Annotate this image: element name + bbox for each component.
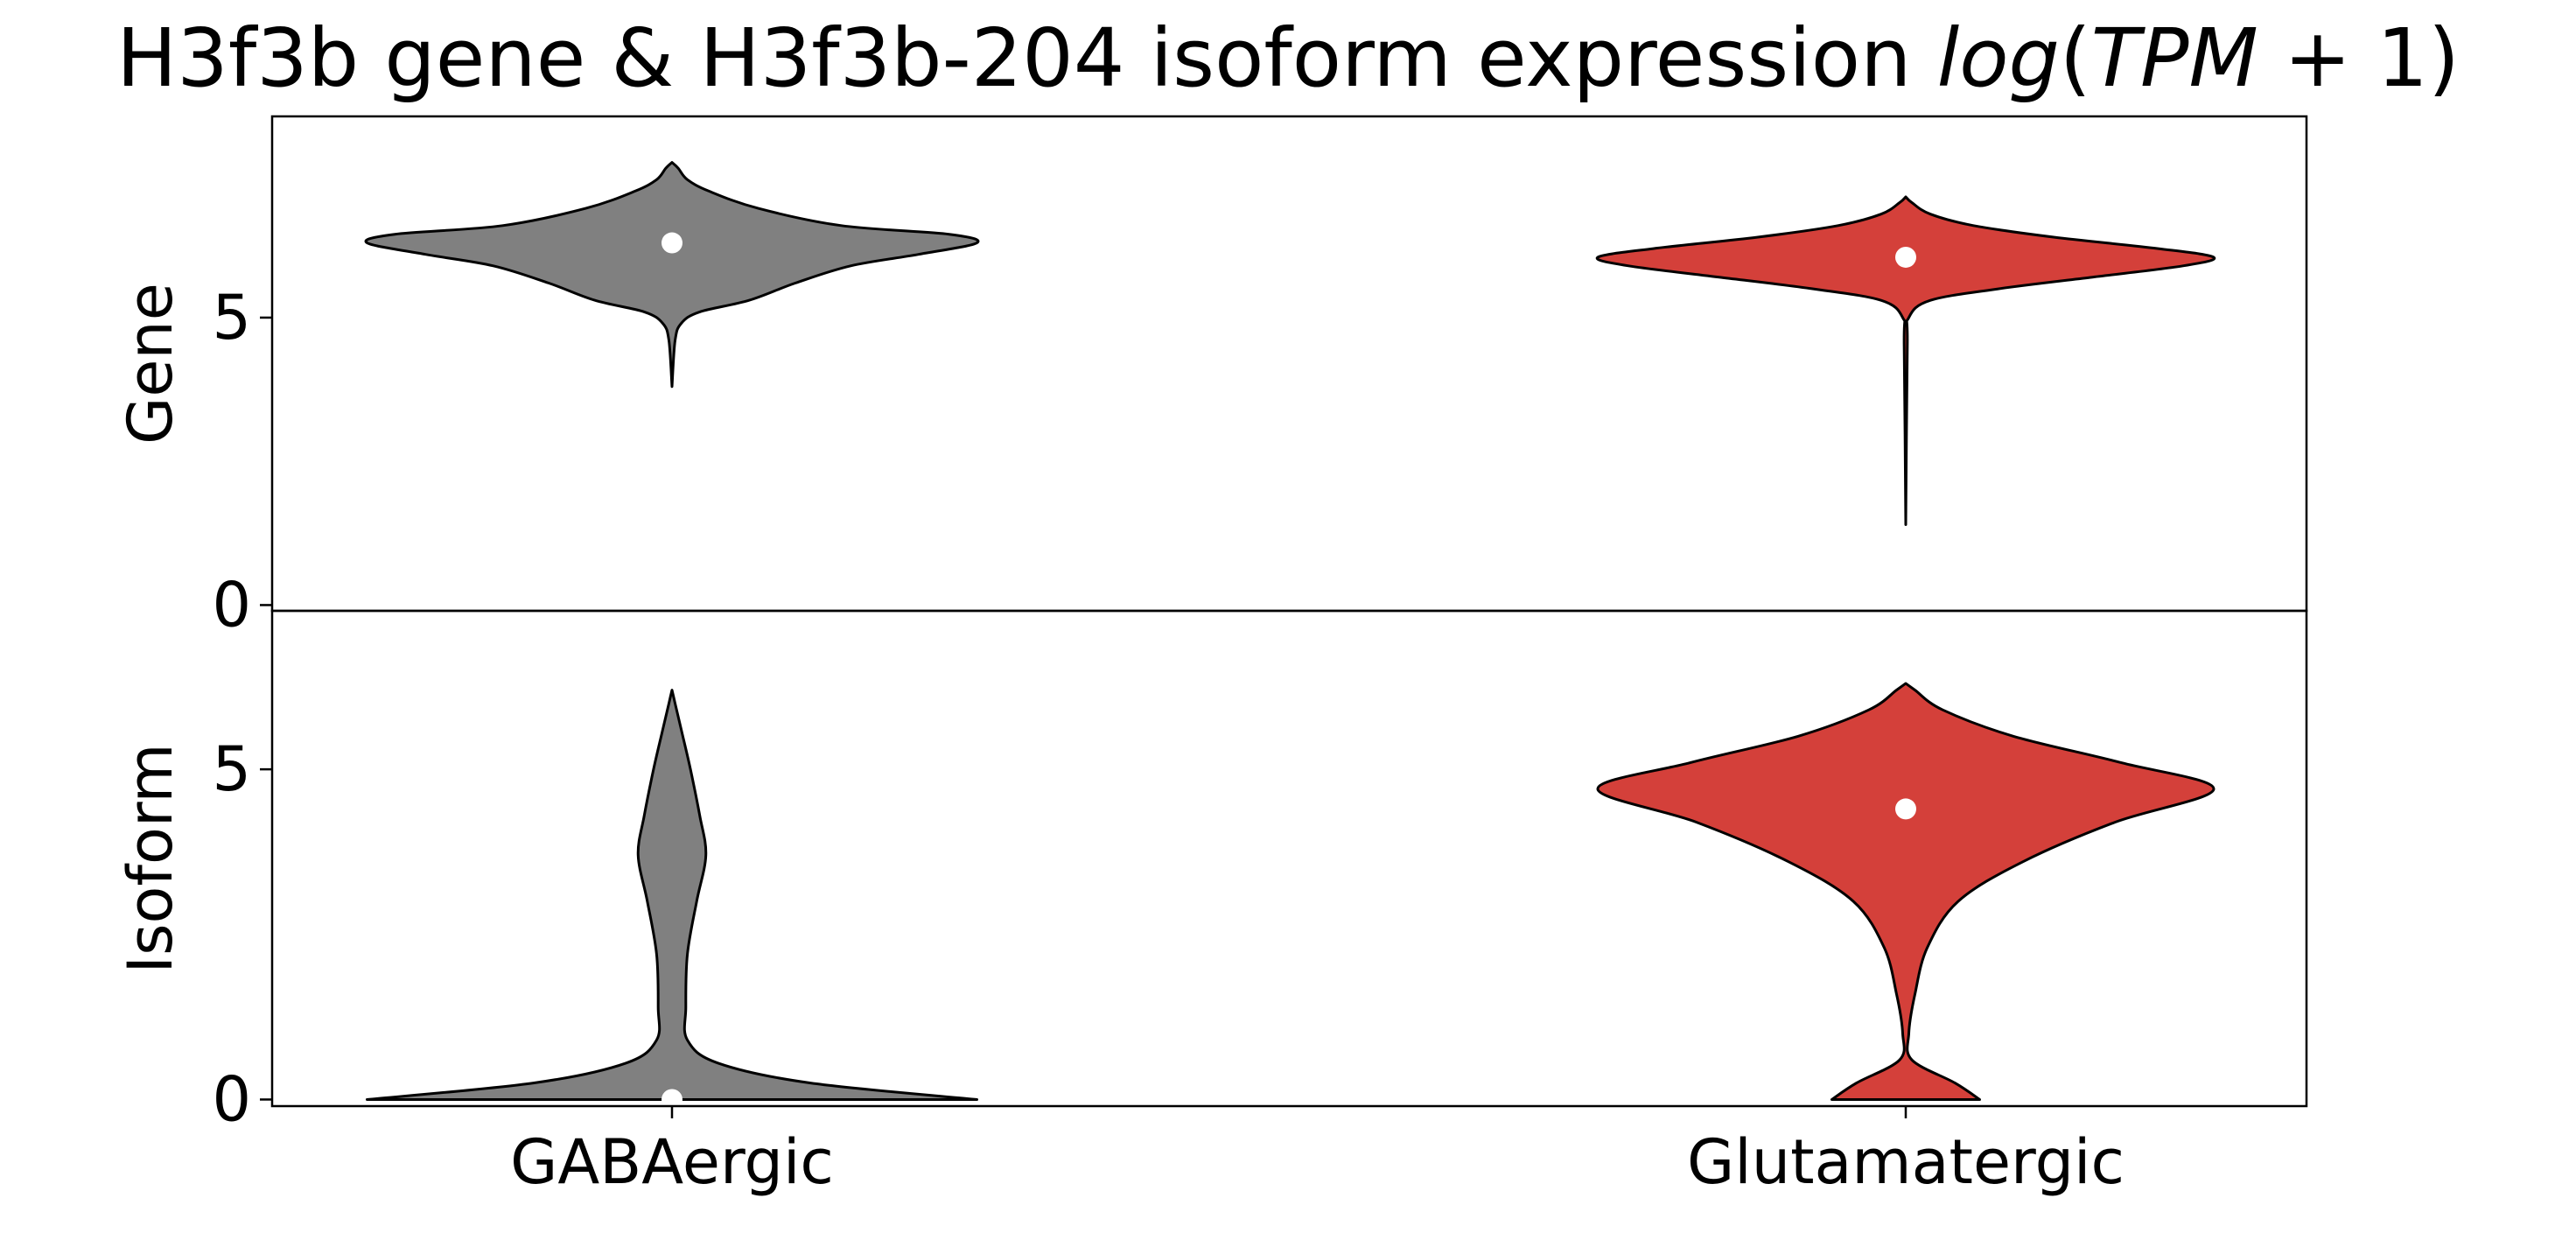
title-var: TPM: [2091, 11, 2258, 105]
title-rest: + 1): [2258, 11, 2460, 105]
x-tick-label: GABAergic: [510, 1126, 834, 1198]
panel-frame: [270, 609, 2308, 1108]
median-marker: [662, 1089, 682, 1110]
panel-frame: [270, 115, 2308, 613]
median-marker: [1895, 798, 1916, 820]
chart-title: H3f3b gene & H3f3b-204 isoform expressio…: [116, 11, 2460, 105]
title-prefix: H3f3b gene & H3f3b-204 isoform expressio…: [116, 11, 1937, 105]
title-func: log: [1937, 11, 2060, 105]
violin-body: [364, 161, 980, 389]
violin-body: [366, 689, 978, 1101]
y-axis-label: Gene: [115, 283, 186, 445]
median-marker: [662, 232, 682, 254]
title-open: (: [2060, 11, 2091, 105]
y-tick-label: 5: [212, 282, 251, 354]
y-axis-label: Isoform: [115, 743, 186, 973]
violin-body: [1596, 682, 2216, 1101]
y-tick-label: 0: [212, 569, 251, 641]
y-tick-label: 5: [212, 733, 251, 805]
violin-body: [1595, 195, 2216, 526]
x-tick-label: Glutamatergic: [1687, 1126, 2124, 1198]
y-tick-label: 0: [212, 1063, 251, 1135]
median-marker: [1895, 246, 1916, 268]
